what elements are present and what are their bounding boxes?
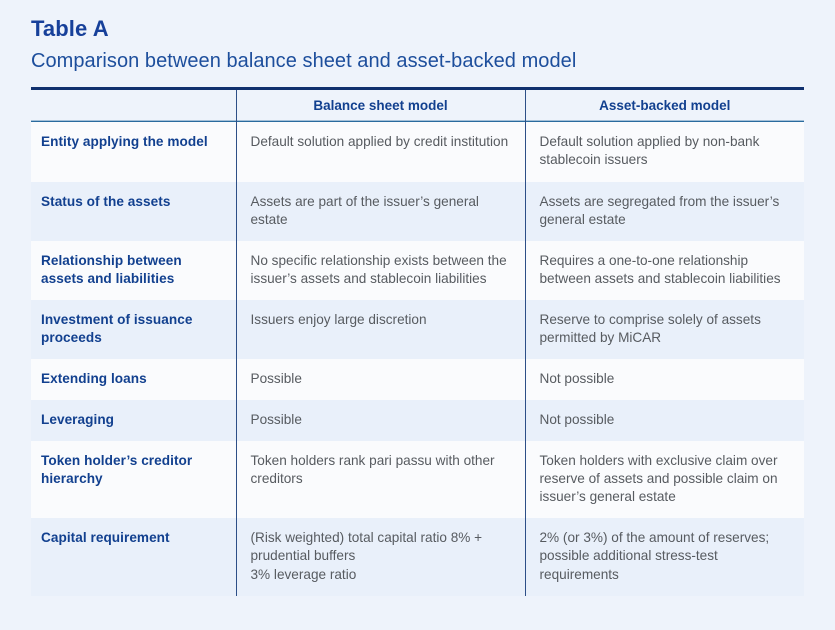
cell-text-line: Default solution applied by non-bank sta… (539, 134, 760, 168)
row-label: Relationship between assets and liabilit… (31, 240, 236, 300)
cell-asset-backed: Default solution applied by non-bank sta… (524, 122, 804, 182)
cell-text-line: Possible (250, 412, 302, 428)
row-label: Capital requirement (31, 518, 236, 596)
cell-text-line: Reserve to comprise solely of assets per… (539, 311, 761, 345)
cell-text-line: Not possible (539, 371, 615, 387)
cell-text-line: Assets are part of the issuer’s general … (250, 193, 479, 227)
row-label: Extending loans (31, 359, 236, 401)
cell-asset-backed: Not possible (524, 400, 804, 442)
cell-asset-backed: Requires a one-to-one relationship betwe… (524, 240, 804, 300)
row-label: Investment of issuance proceeds (31, 299, 236, 360)
cell-balance-sheet: Assets are part of the issuer’s general … (235, 181, 525, 241)
table-row: Extending loans Possible Not possible (31, 359, 804, 401)
cell-text-line: 3% leverage ratio (250, 566, 357, 582)
table-header-row: Balance sheet model Asset-backed model (31, 90, 804, 123)
comparison-table: Balance sheet model Asset-backed model E… (31, 90, 804, 596)
cell-text-line: Possible (250, 371, 302, 387)
cell-text-line: Assets are segregated from the issuer’s … (539, 193, 780, 227)
table-row: Status of the assets Assets are part of t… (31, 181, 804, 241)
row-label: Leveraging (31, 400, 236, 442)
page-title: Table A (31, 16, 109, 41)
row-label: Status of the assets (31, 181, 236, 241)
cell-balance-sheet: Default solution applied by credit insti… (235, 122, 525, 182)
cell-balance-sheet: Possible (235, 400, 525, 442)
cell-text-line: No specific relationship exists between … (250, 252, 507, 286)
cell-text-line: Requires a one-to-one relationship betwe… (539, 252, 781, 286)
table-row: Leveraging Possible Not possible (31, 400, 804, 442)
cell-asset-backed: Not possible (524, 359, 804, 401)
cell-balance-sheet: Token holders rank pari passu with other… (235, 441, 525, 519)
table-row: Token holder’s creditor hierarchy Token h… (31, 441, 804, 519)
cell-balance-sheet: (Risk weighted) total capital ratio 8% +… (235, 518, 525, 596)
column-header-balance-sheet-model: Balance sheet model (235, 90, 525, 123)
row-label: Token holder’s creditor hierarchy (31, 441, 236, 519)
cell-balance-sheet: Possible (235, 359, 525, 401)
table-head: Balance sheet model Asset-backed model (31, 90, 804, 123)
table-caption: Comparison between balance sheet and ass… (31, 50, 577, 73)
table-row: Relationship between assets and liabilit… (31, 240, 804, 300)
cell-text-line: 2% (or 3%) of the amount of reserves; po… (539, 530, 770, 582)
cell-asset-backed: 2% (or 3%) of the amount of reserves; po… (524, 518, 804, 596)
cell-text-line: Issuers enjoy large discretion (250, 311, 427, 327)
column-header-blank (31, 90, 236, 122)
table-row: Capital requirement (Risk weighted) total… (31, 518, 804, 596)
cell-asset-backed: Reserve to comprise solely of assets per… (524, 299, 804, 360)
table-body: Entity applying the model Default solutio… (31, 122, 804, 596)
cell-balance-sheet: No specific relationship exists between … (235, 240, 525, 300)
title-block: Table A Comparison between balance sheet… (31, 0, 804, 74)
table-row: Entity applying the model Default solutio… (31, 122, 804, 182)
table-row: Investment of issuance proceeds Issuers e… (31, 299, 804, 360)
cell-balance-sheet: Issuers enjoy large discretion (235, 299, 525, 360)
row-label: Entity applying the model (31, 122, 236, 182)
cell-asset-backed: Assets are segregated from the issuer’s … (524, 181, 804, 241)
cell-asset-backed: Token holders with exclusive claim over … (524, 441, 804, 519)
cell-text-line: (Risk weighted) total capital ratio 8% +… (250, 530, 483, 564)
cell-text-line: Token holders with exclusive claim over … (539, 453, 778, 505)
cell-text-line: Default solution applied by credit insti… (250, 134, 509, 150)
cell-text-line: Token holders rank pari passu with other… (250, 453, 495, 487)
cell-text-line: Not possible (539, 412, 615, 428)
column-header-asset-backed-model: Asset-backed model (524, 90, 804, 123)
title-divider-rule (31, 87, 804, 91)
